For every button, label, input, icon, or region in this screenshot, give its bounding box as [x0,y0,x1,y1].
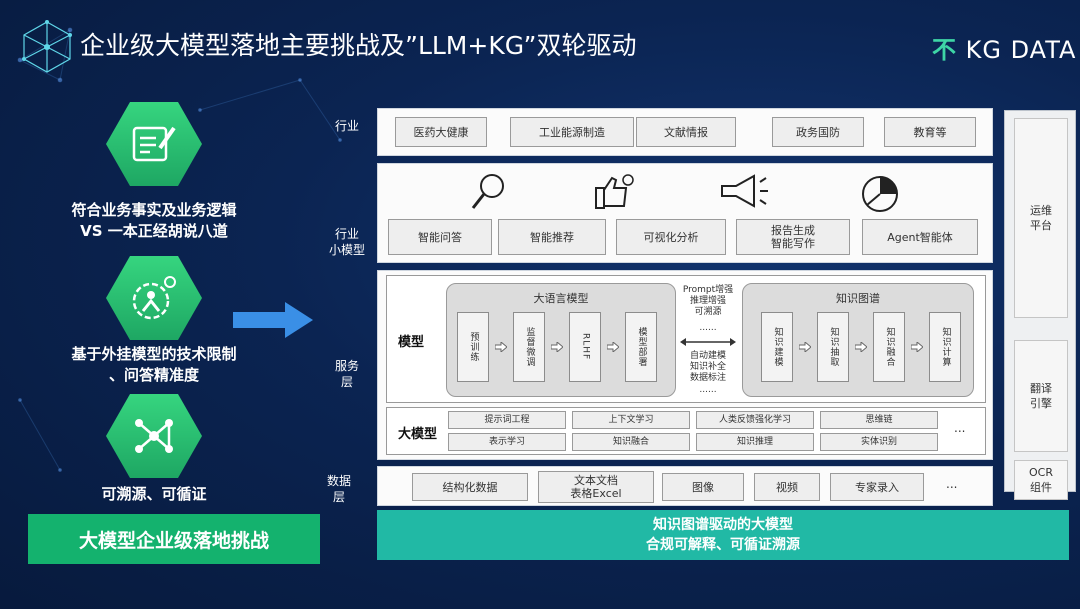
middle-top-dots: ...... [699,323,717,333]
industry-panel: 医药大健康 工业能源制造 文献情报 政务国防 教育等 [377,108,993,156]
small-model-chip: 可视化分析 [616,219,726,255]
small-model-chip: 报告生成 智能写作 [736,219,850,255]
big-model-dots: ... [954,421,966,435]
side-item-ocr: OCR 组件 [1014,460,1068,500]
step-arrow-icon [911,342,923,352]
llm-box: 大语言模型 预训练 监督微调 RLHF 模型部署 [446,283,676,397]
network-molecule-icon [106,394,202,478]
middle-top-text: Prompt增强 推理增强 可溯源 [682,285,734,317]
kg-step: 知识建模 [761,312,793,382]
llm-title: 大语言模型 [533,292,589,305]
thumbs-up-icon [595,174,634,209]
data-chip: 专家录入 [830,473,924,501]
llm-step: 监督微调 [513,312,545,382]
data-chip: 视频 [754,473,820,501]
data-panel: 结构化数据 文本文档 表格Excel 图像 视频 专家录入 ... [377,466,993,506]
industry-chip: 医药大健康 [395,117,487,147]
solution-line-1: 知识图谱驱动的大模型 [653,517,793,533]
industry-chip: 工业能源制造 [510,117,634,147]
big-model-chip: 人类反馈强化学习 [696,411,814,429]
pie-chart-icon [862,176,898,212]
industry-chip: 教育等 [884,117,976,147]
data-chip: 文本文档 表格Excel [538,471,654,503]
industry-chip: 文献情报 [636,117,736,147]
step-arrow-icon [607,342,619,352]
big-model-chip: 知识推理 [696,433,814,451]
data-chip: 图像 [662,473,744,501]
brand-logo: 不 KG DATA [932,30,1076,65]
kg-box: 知识图谱 知识建模 知识抽取 知识融合 知识计算 [742,283,974,397]
industry-chip: 政务国防 [772,117,864,147]
step-arrow-icon [495,342,507,352]
small-model-panel: 智能问答 智能推荐 可视化分析 报告生成 智能写作 Agent智能体 [377,163,993,263]
side-item-ops: 运维 平台 [1014,118,1068,318]
big-model-label: 大模型 [398,427,438,442]
small-model-chip: Agent智能体 [862,219,978,255]
row-label-small-model: 行业 小模型 [328,227,365,257]
big-model-chip: 知识融合 [572,433,690,451]
big-model-chip: 实体识别 [820,433,938,451]
solution-banner: 知识图谱驱动的大模型 合规可解释、可循证溯源 [377,510,1069,560]
middle-bottom-text: 自动建模 知识补全 数据标注 [689,351,726,383]
data-chip: 结构化数据 [412,473,528,501]
model-label: 模型 [398,335,425,350]
double-arrow-icon [680,338,736,346]
big-model-chip: 上下文学习 [572,411,690,429]
service-panel: 模型 大语言模型 预训练 监督微调 RLHF 模型部署 Prompt增强 推理增… [377,270,993,460]
row-label-industry: 行业 [334,119,359,133]
logo-text: KG DATA [965,36,1077,64]
kg-step: 知识抽取 [817,312,849,382]
kg-step: 知识融合 [873,312,905,382]
challenge-caption-3: 可溯源、可循证 [101,485,207,503]
challenge-banner: 大模型企业级落地挑战 [28,514,320,564]
data-dots: ... [946,477,958,491]
kg-title: 知识图谱 [836,292,880,305]
logo-mark: 不 [932,36,957,64]
llm-step: 预训练 [457,312,489,382]
gear-person-icon [106,256,202,340]
network-globe-icon [22,20,72,73]
magnifier-icon [471,174,504,209]
row-label-data: 数据 层 [326,474,351,504]
step-arrow-icon [855,342,867,352]
challenge-caption-1: 符合业务事实及业务逻辑 VS 一本正经胡说八道 [71,201,237,240]
document-edit-icon [106,102,202,186]
right-arrow-icon [233,302,313,338]
llm-step: 模型部署 [625,312,657,382]
big-model-chip: 表示学习 [448,433,566,451]
small-model-chip: 智能问答 [388,219,492,255]
row-label-service: 服务 层 [334,359,359,389]
big-model-chip: 思维链 [820,411,938,429]
solution-line-2: 合规可解释、可循证溯源 [646,537,800,553]
step-arrow-icon [799,342,811,352]
big-model-chip: 提示词工程 [448,411,566,429]
challenge-caption-2: 基于外挂模型的技术限制 、问答精准度 [71,345,237,384]
llm-step: RLHF [569,312,601,382]
megaphone-icon [721,174,768,208]
page-title: 企业级大模型落地主要挑战及”LLM+KG”双轮驱动 [80,31,637,60]
kg-step: 知识计算 [929,312,961,382]
side-item-translate: 翻译 引擎 [1014,340,1068,452]
small-model-chip: 智能推荐 [498,219,606,255]
step-arrow-icon [551,342,563,352]
middle-bottom-dots: ...... [699,385,717,395]
